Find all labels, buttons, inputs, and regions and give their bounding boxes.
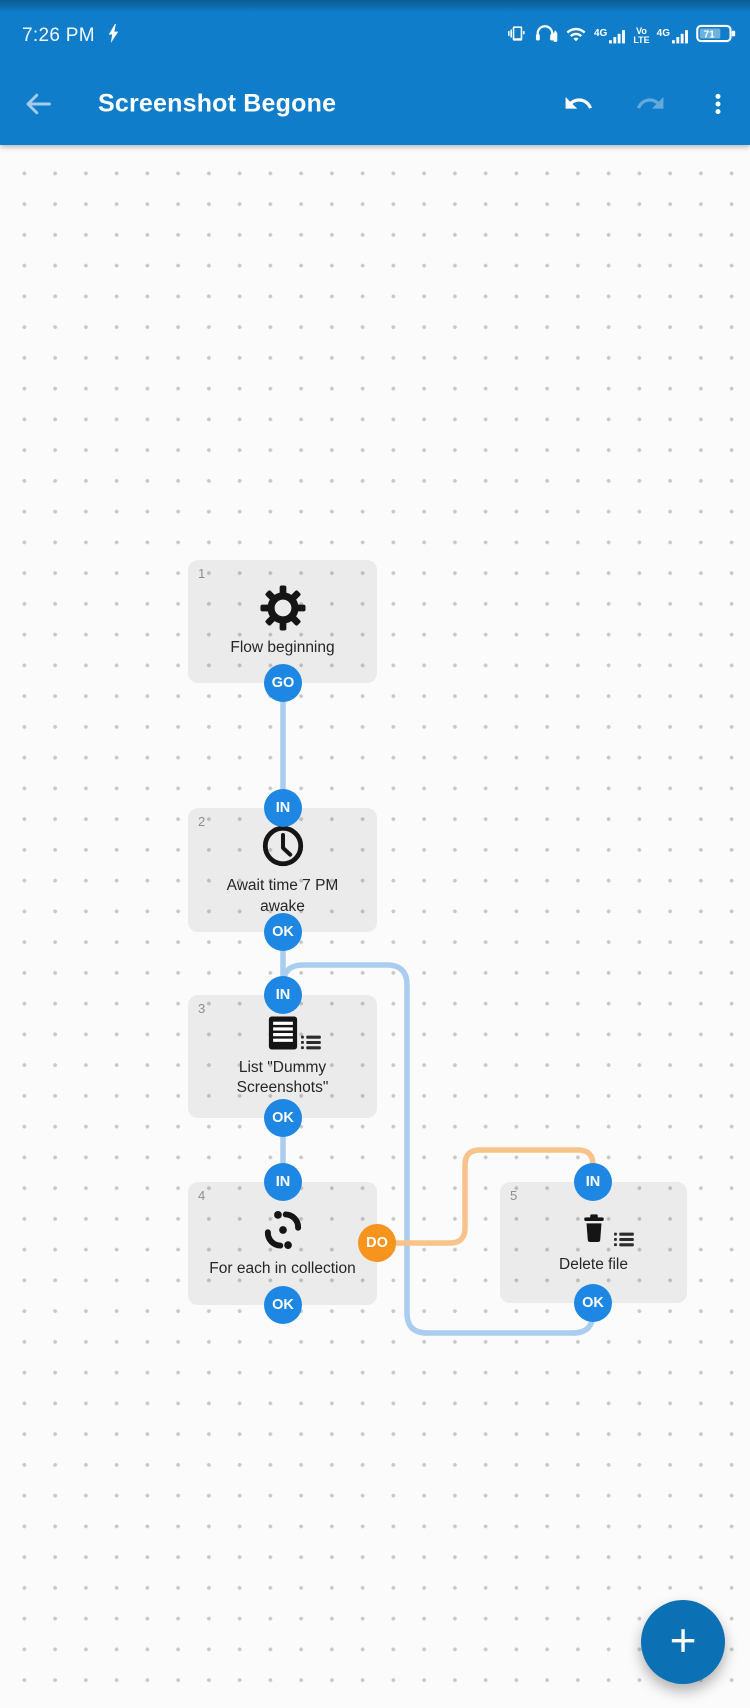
top-bar: 7:26 PM <box>0 0 750 145</box>
battery-percent-text: 71 <box>704 29 716 40</box>
gear-icon <box>259 585 306 631</box>
charging-bolt-icon <box>107 24 120 48</box>
flow-canvas[interactable]: 1 Flow beginning <box>0 145 750 1708</box>
plus-icon: + <box>669 1614 697 1666</box>
port-do-block4[interactable]: DO <box>358 1224 396 1262</box>
block-label: Delete file <box>559 1255 628 1273</box>
battery-icon: 71 <box>696 24 736 48</box>
page-title: Screenshot Begone <box>98 89 337 117</box>
app-bar: Screenshot Begone <box>0 62 750 145</box>
block-flow-beginning[interactable]: 1 Flow beginning <box>188 560 377 683</box>
block-number: 4 <box>198 1188 206 1203</box>
port-in-block4[interactable]: IN <box>264 1163 302 1201</box>
network-type-label: 4G <box>593 27 608 39</box>
signal-4g-primary: 4G <box>593 27 626 44</box>
block-label: For each in collection <box>209 1259 356 1277</box>
trash-icon <box>576 1210 634 1248</box>
headset-battery-icon <box>534 23 558 49</box>
add-block-fab[interactable]: + <box>641 1600 725 1684</box>
block-number: 5 <box>510 1188 518 1203</box>
port-ok-block2[interactable]: OK <box>264 913 302 951</box>
vibrate-icon <box>507 24 527 48</box>
wire-do4-to-in5 <box>374 1147 596 1246</box>
status-bar: 7:26 PM <box>0 0 750 62</box>
loop-icon <box>261 1208 305 1252</box>
list-badge-icon <box>613 1231 634 1253</box>
signal-4g-secondary: 4G <box>656 27 689 44</box>
clock-icon <box>260 823 306 869</box>
port-in-block5[interactable]: IN <box>574 1163 612 1201</box>
redo-button[interactable] <box>631 85 669 123</box>
port-in-block3[interactable]: IN <box>264 976 302 1014</box>
block-number: 3 <box>198 1001 206 1016</box>
block-delete-file[interactable]: 5 <box>500 1182 687 1303</box>
undo-button[interactable] <box>559 85 597 123</box>
block-label: Await time 7 PM awake <box>226 877 339 915</box>
port-ok-block4[interactable]: OK <box>264 1286 302 1324</box>
port-in-block2[interactable]: IN <box>264 789 302 827</box>
clock-text: 7:26 PM <box>22 25 95 46</box>
list-file-icon <box>267 1015 321 1051</box>
block-number: 1 <box>198 566 206 581</box>
block-await-time[interactable]: 2 Await time 7 PM awake <box>188 808 377 932</box>
network-type-label: 4G <box>656 27 670 39</box>
block-for-each[interactable]: 4 For each in collection <box>188 1182 377 1305</box>
overflow-menu-button[interactable] <box>699 85 737 123</box>
port-ok-block5[interactable]: OK <box>574 1284 612 1322</box>
volte-indicator: Vo LTE <box>633 26 650 45</box>
port-ok-block3[interactable]: OK <box>264 1099 302 1137</box>
block-number: 2 <box>198 814 206 829</box>
wire-ok5-to-in3 <box>280 962 596 1336</box>
list-badge-icon <box>300 1034 321 1056</box>
port-go-block1[interactable]: GO <box>264 664 302 702</box>
block-label: Flow beginning <box>230 638 335 656</box>
block-list-files[interactable]: 3 <box>188 995 377 1118</box>
back-button[interactable] <box>19 85 57 123</box>
wifi-icon <box>565 24 587 48</box>
block-label: List "Dummy Screenshots" <box>236 1058 329 1096</box>
